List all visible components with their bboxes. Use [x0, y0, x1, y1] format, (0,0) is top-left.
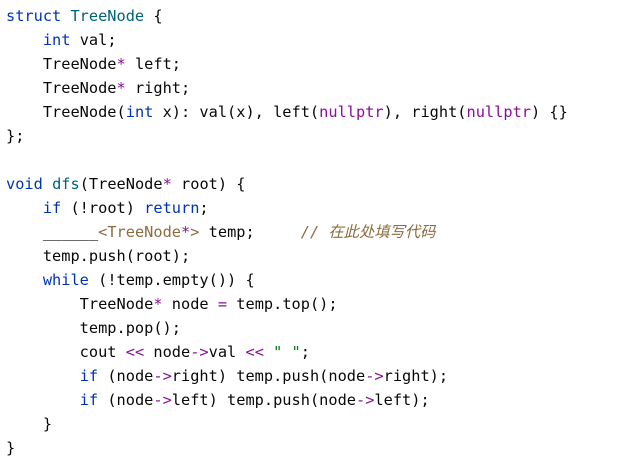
code-token: nullptr: [466, 103, 531, 121]
code-token: ), right(: [383, 103, 467, 121]
code-line[interactable]: if (node->right) temp.push(node->right);: [6, 364, 622, 388]
code-token: if: [42, 199, 62, 217]
code-token: ->: [190, 343, 209, 361]
code-line[interactable]: cout << node->val << " ";: [6, 340, 622, 364]
code-token: dfs: [52, 175, 80, 193]
code-line[interactable]: temp.push(root);: [6, 244, 622, 268]
code-token: *: [181, 223, 191, 241]
code-token: return: [144, 199, 200, 217]
code-token: *: [153, 295, 163, 313]
code-token: (!temp.empty()) {: [88, 271, 255, 289]
code-line[interactable]: }: [6, 412, 622, 436]
code-token: left);: [374, 391, 430, 409]
code-token: temp.top();: [227, 295, 338, 313]
code-line[interactable]: temp.pop();: [6, 316, 622, 340]
code-token: ->: [153, 391, 172, 409]
code-token: right);: [383, 367, 449, 385]
code-token: x): val(x), left(: [153, 103, 320, 121]
code-token: [264, 343, 273, 361]
code-token: val: [208, 343, 246, 361]
code-line[interactable]: int val;: [6, 28, 622, 52]
code-token: };: [6, 127, 25, 145]
code-token: nullptr: [319, 103, 384, 121]
code-token: (!root): [61, 199, 145, 217]
code-token: left;: [125, 55, 181, 73]
code-token: ______: [6, 223, 99, 241]
code-token: *: [162, 175, 172, 193]
code-token: *: [116, 55, 126, 73]
code-line[interactable]: TreeNode* left;: [6, 52, 622, 76]
code-token: root) {: [171, 175, 246, 193]
code-line[interactable]: TreeNode* node = temp.top();: [6, 292, 622, 316]
code-line[interactable]: void dfs(TreeNode* root) {: [6, 172, 622, 196]
code-token: " ": [273, 343, 301, 361]
code-token: ;: [199, 199, 209, 217]
code-token: {: [144, 7, 163, 25]
code-token: ;: [300, 343, 310, 361]
code-token: TreeNode: [6, 55, 117, 73]
code-token: <<: [125, 343, 145, 361]
code-line[interactable]: ______<TreeNode*> temp; // 在此处填写代码: [6, 220, 622, 244]
code-token: // 在此处填写代码: [300, 223, 436, 241]
code-token: void: [6, 175, 53, 193]
code-token: int: [42, 31, 71, 49]
code-token: right;: [125, 79, 191, 97]
code-token: left) temp.push(node: [171, 391, 356, 409]
code-token: [6, 31, 43, 49]
code-line[interactable]: };: [6, 124, 622, 148]
code-token: int: [125, 103, 154, 121]
code-token: (node: [98, 391, 154, 409]
code-token: (node: [98, 367, 154, 385]
code-token: ) {}: [530, 103, 568, 121]
code-token: *: [116, 79, 126, 97]
code-token: struct: [6, 7, 71, 25]
code-token: temp.push(root);: [6, 247, 191, 265]
code-token: ->: [365, 367, 384, 385]
code-token: >: [190, 223, 200, 241]
code-token: node: [162, 295, 218, 313]
code-token: TreeNode: [6, 79, 117, 97]
code-token: =: [217, 295, 228, 313]
code-line[interactable]: [6, 148, 622, 172]
code-line[interactable]: }: [6, 436, 622, 460]
code-token: temp;: [199, 223, 301, 241]
code-token: TreeNode: [6, 295, 154, 313]
code-token: cout: [6, 343, 126, 361]
code-token: TreeNode(: [6, 103, 126, 121]
code-token: (TreeNode: [79, 175, 163, 193]
code-line[interactable]: while (!temp.empty()) {: [6, 268, 622, 292]
code-token: if: [79, 391, 99, 409]
code-token: ->: [356, 391, 375, 409]
code-line[interactable]: TreeNode* right;: [6, 76, 622, 100]
code-token: }: [6, 439, 16, 457]
code-line[interactable]: if (node->left) temp.push(node->left);: [6, 388, 622, 412]
code-token: [6, 199, 43, 217]
code-token: [6, 367, 80, 385]
code-token: <TreeNode: [98, 223, 181, 241]
code-token: temp.pop();: [6, 319, 181, 337]
code-token: right) temp.push(node: [171, 367, 366, 385]
code-line[interactable]: struct TreeNode {: [6, 4, 622, 28]
code-token: ->: [153, 367, 172, 385]
code-token: }: [6, 415, 53, 433]
code-line[interactable]: TreeNode(int x): val(x), left(nullptr), …: [6, 100, 622, 124]
code-token: node: [144, 343, 191, 361]
code-token: TreeNode: [70, 7, 145, 25]
code-line[interactable]: if (!root) return;: [6, 196, 622, 220]
code-token: if: [79, 367, 99, 385]
code-token: while: [42, 271, 89, 289]
code-token: val;: [70, 31, 117, 49]
code-token: [6, 271, 43, 289]
code-token: [6, 391, 80, 409]
code-token: <<: [245, 343, 264, 361]
